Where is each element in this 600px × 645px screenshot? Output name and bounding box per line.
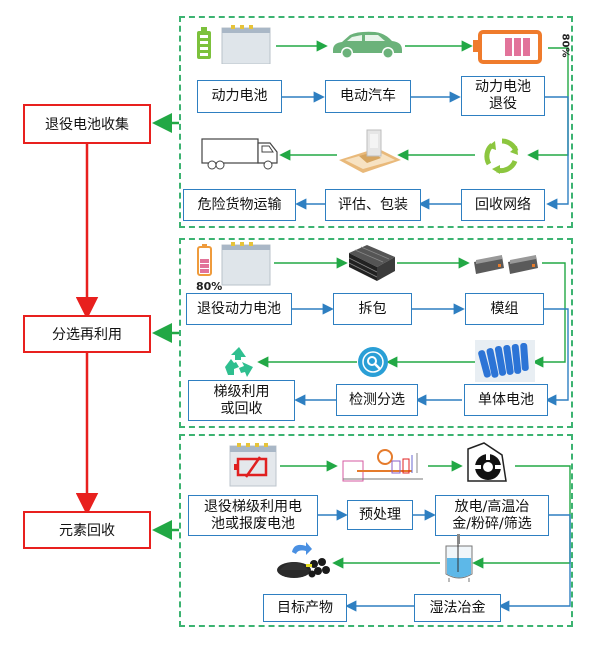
group-element-recovery [179, 434, 573, 627]
dead-battery-icon [229, 443, 277, 487]
cylindrical-cell-icon [475, 340, 535, 382]
box-retired-power-battery: 退役动力电池 [186, 293, 292, 325]
box-recycling-network: 回收网络 [461, 189, 545, 221]
battery-module-icon [474, 255, 538, 274]
battery-percent-label: 80% [196, 280, 223, 293]
battery-pack-icon [197, 242, 271, 286]
car-icon [333, 31, 402, 59]
stage-label: 元素回收 [59, 523, 115, 539]
battery-percent-label: 80% [559, 33, 571, 58]
box-power-battery: 动力电池 [197, 80, 282, 113]
battery-stack-icon [348, 245, 395, 281]
stage-element-recovery: 元素回收 [23, 511, 151, 549]
pretreatment-equipment-icon [342, 449, 423, 482]
box-target-product: 目标产物 [263, 594, 347, 622]
stage-collection: 退役电池收集 [23, 104, 151, 144]
box-evaluate-package: 评估、包装 [325, 189, 421, 221]
box-electric-vehicle: 电动汽车 [325, 80, 411, 113]
inspection-icon [358, 347, 388, 377]
box-unpack: 拆包 [333, 293, 412, 325]
recycle-icon [225, 347, 253, 377]
stage-label: 退役电池收集 [45, 117, 129, 133]
box-hazmat-transport: 危险货物运输 [183, 189, 296, 221]
stage-label: 分选再利用 [52, 327, 122, 343]
box-battery-retired: 动力电池 退役 [461, 76, 545, 116]
product-powder-icon [277, 542, 330, 578]
group-sorting-reuse [179, 238, 573, 428]
box-discharge-smelt-crush-screen: 放电/高温冶 金/粉碎/筛选 [435, 495, 549, 536]
box-single-cell: 单体电池 [464, 384, 548, 416]
reactor-icon [445, 534, 473, 582]
box-pretreatment: 预处理 [347, 500, 413, 530]
crusher-icon [467, 442, 507, 482]
box-cascade-use-or-recycle: 梯级利用 或回收 [188, 380, 295, 421]
box-module: 模组 [465, 293, 544, 325]
stage-sorting-reuse: 分选再利用 [23, 315, 151, 353]
box-test-sort: 检测分选 [336, 384, 418, 416]
package-inspection-icon [339, 129, 401, 173]
truck-icon [201, 138, 278, 170]
box-retired-or-scrapped-battery: 退役梯级利用电 池或报废电池 [188, 495, 318, 536]
battery-icon [197, 25, 271, 64]
low-battery-icon [473, 30, 542, 64]
box-hydrometallurgy: 湿法冶金 [414, 594, 501, 622]
group-collection [179, 16, 573, 228]
recycle-icon [484, 138, 519, 174]
